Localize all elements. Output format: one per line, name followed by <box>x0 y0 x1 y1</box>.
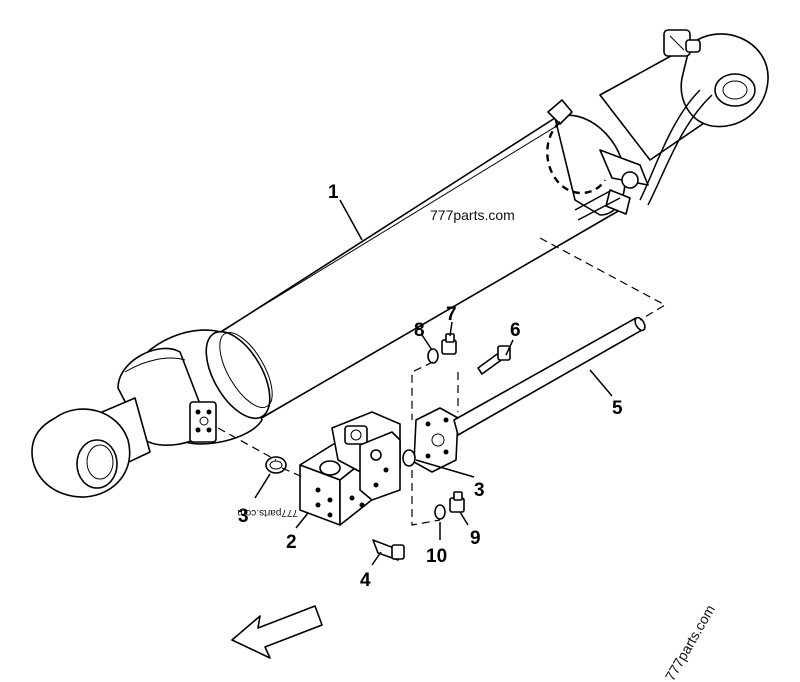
front-direction-arrow-icon <box>231 605 323 659</box>
callout-6: 6 <box>510 320 521 341</box>
pipe-assembly <box>413 316 646 473</box>
leader-lines <box>254 199 613 566</box>
callout-8: 8 <box>414 320 425 341</box>
valve-block <box>299 411 401 526</box>
hardware <box>265 333 511 561</box>
callout-1: 1 <box>328 182 339 203</box>
callout-4: 4 <box>360 570 371 591</box>
callout-3-right: 3 <box>474 480 485 501</box>
rod-end-eye <box>546 29 769 221</box>
callout-5: 5 <box>612 398 623 419</box>
cylinder-tube <box>195 114 626 421</box>
watermark-mirrored: 777parts.com <box>237 507 298 518</box>
callout-7: 7 <box>446 304 457 325</box>
watermark-main: 777parts.com <box>430 207 515 223</box>
assembly-lines <box>217 237 667 526</box>
head-end-collar <box>117 329 273 446</box>
head-end-eye <box>31 397 151 498</box>
callout-3-left: 3 <box>238 506 249 527</box>
callout-10: 10 <box>426 546 447 567</box>
callout-9: 9 <box>470 528 481 549</box>
watermark-corner: 777parts.com <box>662 602 718 682</box>
callout-2: 2 <box>286 532 297 553</box>
